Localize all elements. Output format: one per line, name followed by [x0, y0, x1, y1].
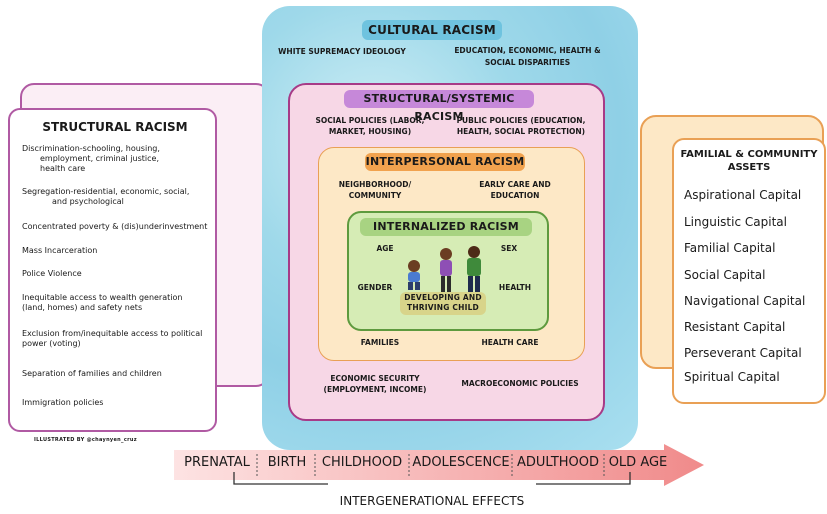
public-policies-line1: PUBLIC POLICIES (EDUCATION, — [456, 116, 586, 125]
structural-systemic-title: STRUCTURAL/SYSTEMIC RACISM — [344, 90, 534, 123]
interpersonal-racism-title: INTERPERSONAL RACISM — [365, 153, 525, 171]
neighborhood-line1: NEIGHBORHOOD/ — [338, 180, 412, 189]
assets-title-line1: FAMILIAL & COMMUNITY — [680, 149, 818, 160]
intergenerational-effects-label: INTERGENERATIONAL EFFECTS — [339, 494, 525, 508]
structural-item: Segregation-residential, economic, socia… — [22, 187, 190, 196]
stage-adolescence: ADOLESCENCE — [412, 455, 510, 470]
disparities-label-line1: EDUCATION, ECONOMIC, HEALTH & — [454, 46, 601, 55]
life-course-arrow — [174, 444, 704, 486]
structural-item: Discrimination-schooling, housing, — [22, 144, 160, 153]
family-figures-illustration — [408, 246, 481, 292]
intergenerational-bracket — [233, 472, 631, 485]
white-supremacy-label: WHITE SUPREMACY IDEOLOGY — [278, 47, 406, 56]
structural-item: and psychological — [52, 197, 124, 206]
thriving-child-line1: DEVELOPING AND — [404, 293, 482, 302]
sex-label: SEX — [500, 244, 518, 253]
asset-item: Linguistic Capital — [684, 215, 787, 229]
structural-item: Mass Incarceration — [22, 246, 98, 255]
structural-item: Immigration policies — [22, 398, 104, 407]
social-policies-line1: SOCIAL POLICIES (LABOR, — [315, 116, 425, 125]
families-label: FAMILIES — [360, 338, 400, 347]
economic-security-line2: (EMPLOYMENT, INCOME) — [323, 385, 427, 394]
structural-item: employment, criminal justice, — [40, 154, 159, 163]
public-policies-line2: HEALTH, SOCIAL PROTECTION) — [456, 127, 586, 136]
early-care-line2: EDUCATION — [490, 191, 540, 200]
structural-item: (land, homes) and safety nets — [22, 303, 143, 312]
asset-item: Familial Capital — [684, 241, 776, 255]
health-care-label: HEALTH CARE — [481, 338, 539, 347]
health-label: HEALTH — [498, 283, 532, 292]
structural-item: Police Violence — [22, 269, 82, 278]
early-care-line1: EARLY CARE AND — [479, 180, 551, 189]
macroeconomic-policies-label: MACROECONOMIC POLICIES — [461, 379, 579, 388]
internalized-racism-title: INTERNALIZED RACISM — [360, 218, 532, 236]
gender-label: GENDER — [357, 283, 393, 292]
structural-item: Concentrated poverty & (dis)underinvestm… — [22, 222, 208, 231]
cultural-racism-title: CULTURAL RACISM — [362, 20, 502, 40]
thriving-child-pill: DEVELOPING AND THRIVING CHILD — [400, 292, 486, 315]
asset-item: Resistant Capital — [684, 320, 786, 334]
stage-prenatal: PRENATAL — [184, 455, 250, 470]
structural-item: health care — [40, 164, 86, 173]
asset-item: Spiritual Capital — [684, 370, 780, 384]
age-label: AGE — [376, 244, 394, 253]
stage-old-age: OLD AGE — [608, 455, 668, 470]
structural-item: Inequitable access to wealth generation — [22, 293, 183, 302]
stage-childhood: CHILDHOOD — [321, 455, 403, 470]
stage-adulthood: ADULTHOOD — [516, 455, 600, 470]
structural-item: power (voting) — [22, 339, 81, 348]
stage-birth: BIRTH — [267, 455, 307, 470]
structural-card-title: STRUCTURAL RACISM — [42, 120, 188, 134]
disparities-label-line2: SOCIAL DISPARITIES — [484, 58, 571, 67]
asset-item: Aspirational Capital — [684, 188, 802, 202]
assets-title-line2: ASSETS — [727, 162, 771, 173]
structural-racism-card — [8, 108, 217, 432]
familial-community-assets-card — [672, 138, 826, 404]
thriving-child-line2: THRIVING CHILD — [407, 303, 479, 312]
economic-security-line1: ECONOMIC SECURITY — [330, 374, 420, 383]
asset-item: Navigational Capital — [684, 294, 806, 308]
neighborhood-line2: COMMUNITY — [348, 191, 402, 200]
social-policies-line2: MARKET, HOUSING) — [328, 127, 412, 136]
structural-item: Separation of families and children — [22, 369, 162, 378]
asset-item: Perseverant Capital — [684, 346, 802, 360]
illustrator-credit: ILLUSTRATED BY @chaynyen_cruz — [34, 437, 137, 443]
asset-item: Social Capital — [684, 268, 766, 282]
structural-item: Exclusion from/inequitable access to pol… — [22, 329, 203, 338]
